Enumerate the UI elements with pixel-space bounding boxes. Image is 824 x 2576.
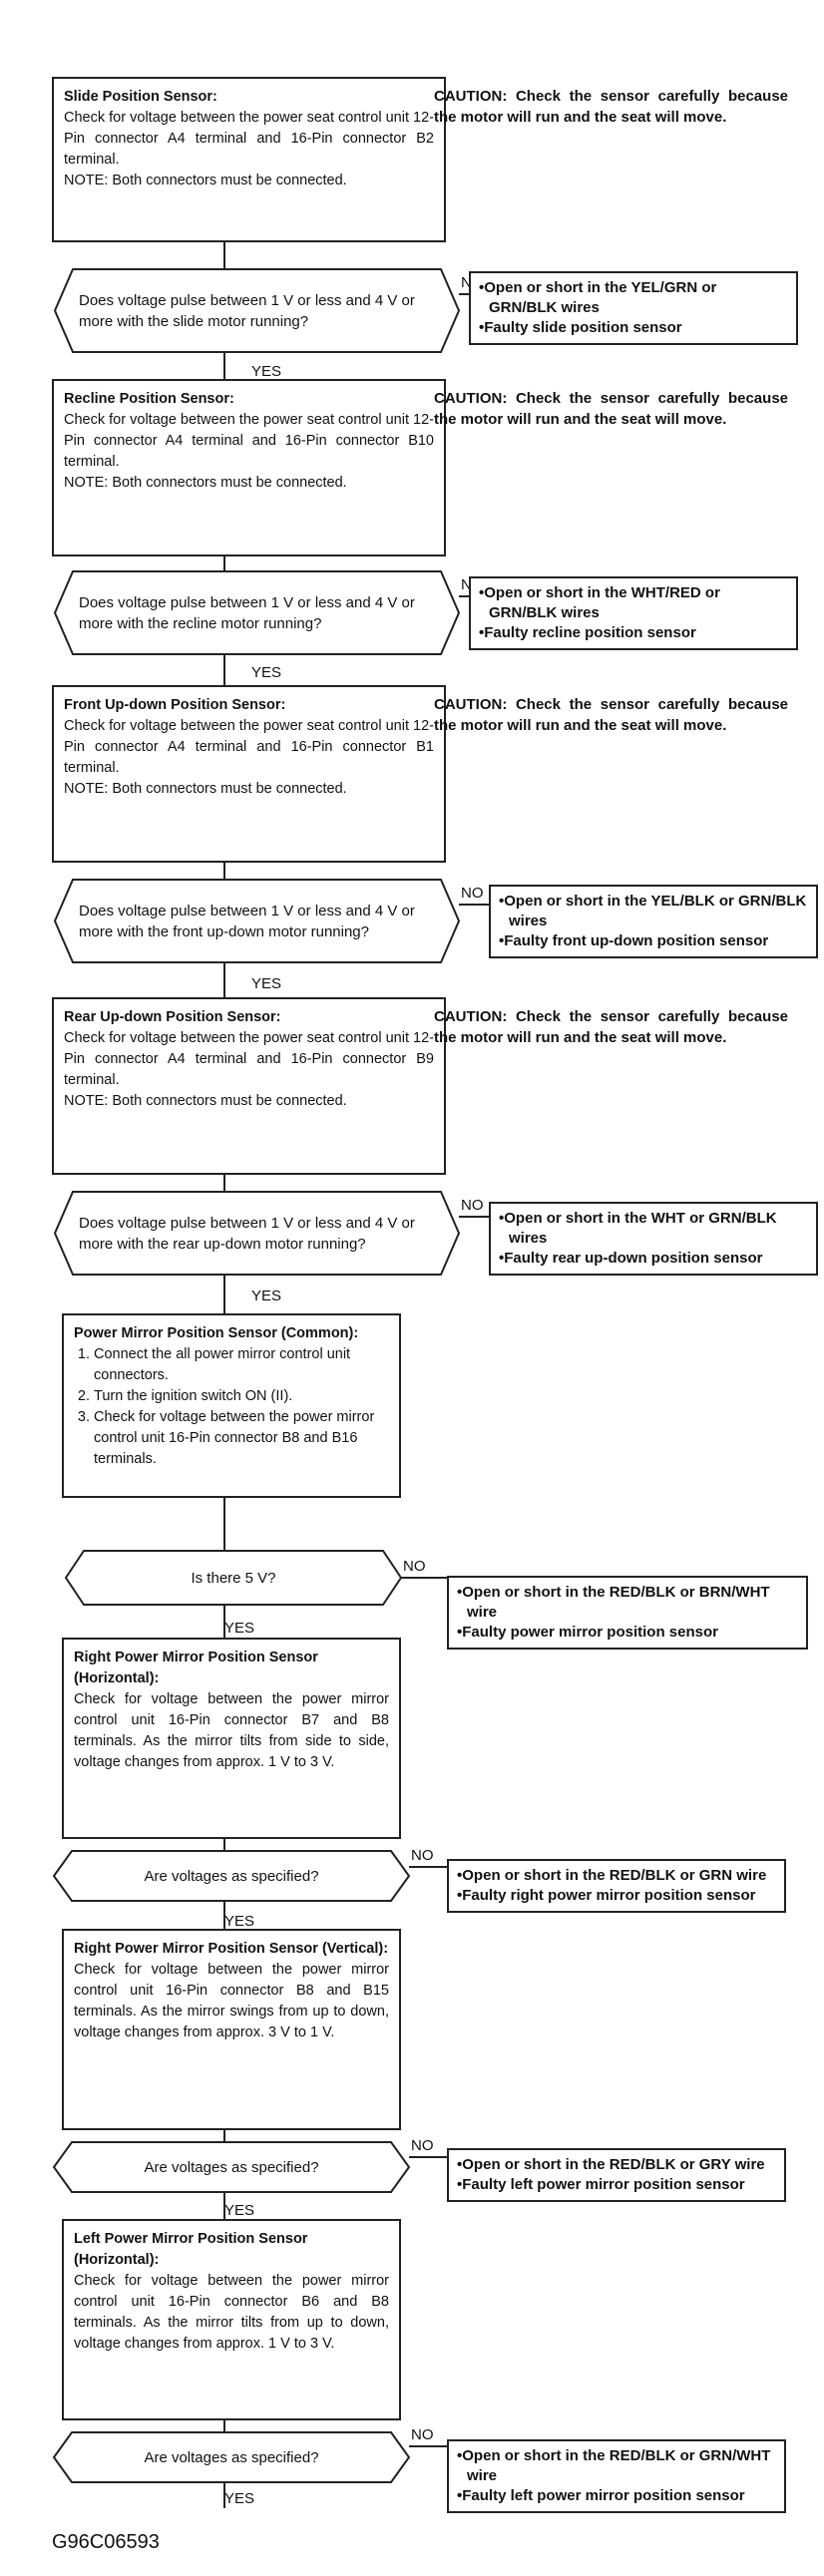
no-label: NO [411, 2137, 434, 2154]
procedure-text: Check for voltage between the power seat… [64, 412, 434, 470]
no-result-list: Open or short in the RED/BLK or GRN/WHT … [457, 2446, 776, 2506]
procedure-box: Slide Position Sensor: Check for voltage … [52, 77, 446, 242]
procedure-text: Check for voltage between the power seat… [64, 718, 434, 776]
caution-text: CAUTION: Check the sensor carefully beca… [434, 1008, 788, 1046]
decision-question: Does voltage pulse between 1 V or less a… [79, 291, 415, 330]
no-label: NO [411, 2426, 434, 2443]
decision-shape [53, 879, 461, 963]
decision-question: Are voltages as specified? [144, 2448, 319, 2466]
no-result-box: Open or short in the RED/BLK or GRN/WHT … [447, 2439, 786, 2513]
no-label: NO [403, 1558, 426, 1575]
no-result-item: Faulty right power mirror position senso… [457, 1886, 776, 1906]
no-result-box: Open or short in the RED/BLK or BRN/WHT … [447, 1576, 808, 1650]
no-result-list: Open or short in the YEL/GRN or GRN/BLK … [479, 278, 788, 338]
yes-label: YES [251, 363, 282, 380]
yes-label: YES [224, 2490, 255, 2507]
procedure-note: NOTE: Both connectors must be connected. [64, 1093, 347, 1109]
no-result-item: Open or short in the WHT or GRN/BLK wire… [499, 1209, 808, 1249]
no-result-item: Faulty left power mirror position sensor [457, 2175, 776, 2195]
no-result-item: Faulty power mirror position sensor [457, 1623, 798, 1643]
decision-shape [53, 570, 461, 655]
no-result-item: Open or short in the YEL/GRN or GRN/BLK … [479, 278, 788, 318]
procedure-title: Recline Position Sensor: [64, 391, 234, 407]
no-result-list: Open or short in the RED/BLK or BRN/WHT … [457, 1583, 798, 1643]
procedure-text: Check for voltage between the power seat… [64, 110, 434, 168]
procedure-title: Rear Up-down Position Sensor: [64, 1009, 281, 1025]
procedure-box: Rear Up-down Position Sensor: Check for v… [52, 997, 446, 1175]
procedure-title: Left Power Mirror Position Sensor (Horiz… [74, 2231, 308, 2268]
procedure-box: Right Power Mirror Position Sensor (Hori… [62, 1638, 401, 1839]
decision-question: Does voltage pulse between 1 V or less a… [79, 1214, 415, 1253]
decision-shape [52, 2141, 411, 2193]
decision-shape [52, 2431, 411, 2483]
procedure-box: Front Up-down Position Sensor: Check for … [52, 685, 446, 863]
no-result-list: Open or short in the WHT or GRN/BLK wire… [499, 1209, 808, 1269]
procedure-note: NOTE: Both connectors must be connected. [64, 173, 347, 188]
no-result-item: Open or short in the RED/BLK or GRN/WHT … [457, 2446, 776, 2486]
no-result-item: Faulty recline position sensor [479, 623, 788, 643]
procedure-title: Power Mirror Position Sensor (Common): [74, 1325, 359, 1341]
procedure-box: Left Power Mirror Position Sensor (Horiz… [62, 2219, 401, 2420]
procedure-title: Right Power Mirror Position Sensor (Vert… [74, 1941, 389, 1957]
decision-shape [52, 1850, 411, 1902]
no-result-item: Open or short in the WHT/RED or GRN/BLK … [479, 583, 788, 623]
yes-label: YES [251, 1288, 282, 1304]
no-label: NO [411, 1847, 434, 1864]
no-result-box: Open or short in the YEL/BLK or GRN/BLK … [489, 885, 818, 958]
no-result-list: Open or short in the WHT/RED or GRN/BLK … [479, 583, 788, 643]
no-label: NO [461, 1197, 484, 1214]
no-result-item: Faulty rear up-down position sensor [499, 1249, 808, 1269]
procedure-title: Front Up-down Position Sensor: [64, 697, 286, 713]
no-result-item: Open or short in the RED/BLK or BRN/WHT … [457, 1583, 798, 1623]
yes-label: YES [224, 1620, 255, 1637]
decision-question: Are voltages as specified? [144, 2158, 319, 2176]
decision-question: Is there 5 V? [191, 1569, 276, 1587]
figure-code: G96C06593 [52, 2531, 160, 2553]
no-result-list: Open or short in the YEL/BLK or GRN/BLK … [499, 892, 808, 951]
procedure-box: Right Power Mirror Position Sensor (Vert… [62, 1929, 401, 2130]
procedure-note: NOTE: Both connectors must be connected. [64, 475, 347, 491]
procedure-step: Connect the all power mirror control uni… [94, 1344, 389, 1386]
no-result-item: Faulty left power mirror position sensor [457, 2486, 776, 2506]
yes-label: YES [251, 664, 282, 681]
no-result-item: Faulty slide position sensor [479, 318, 788, 338]
procedure-text: Check for voltage between the power mirr… [74, 1962, 389, 2040]
yes-label: YES [224, 1913, 255, 1930]
no-result-box: Open or short in the RED/BLK or GRN wire… [447, 1859, 786, 1913]
caution-text: CAUTION: Check the sensor carefully beca… [434, 390, 788, 428]
decision-question: Does voltage pulse between 1 V or less a… [79, 593, 415, 632]
procedure-steps: Connect the all power mirror control uni… [74, 1344, 389, 1470]
caution-text: CAUTION: Check the sensor carefully beca… [434, 88, 788, 126]
no-result-list: Open or short in the RED/BLK or GRY wire… [457, 2155, 776, 2195]
decision-shape [53, 268, 461, 353]
no-result-box: Open or short in the WHT or GRN/BLK wire… [489, 1202, 818, 1276]
no-result-item: Open or short in the YEL/BLK or GRN/BLK … [499, 892, 808, 931]
no-result-list: Open or short in the RED/BLK or GRN wire… [457, 1866, 776, 1906]
procedure-box: Power Mirror Position Sensor (Common): Co… [62, 1313, 401, 1498]
procedure-note: NOTE: Both connectors must be connected. [64, 781, 347, 797]
no-result-item: Faulty front up-down position sensor [499, 931, 808, 951]
no-result-box: Open or short in the WHT/RED or GRN/BLK … [469, 576, 798, 650]
procedure-text: Check for voltage between the power mirr… [74, 2273, 389, 2352]
procedure-text: Check for voltage between the power mirr… [74, 1691, 389, 1770]
procedure-box: Recline Position Sensor: Check for voltag… [52, 379, 446, 556]
procedure-title: Slide Position Sensor: [64, 89, 217, 105]
no-label: NO [461, 885, 484, 902]
yes-label: YES [251, 975, 282, 992]
caution-text: CAUTION: Check the sensor carefully beca… [434, 696, 788, 734]
decision-question: Are voltages as specified? [144, 1867, 319, 1885]
procedure-title: Right Power Mirror Position Sensor (Hori… [74, 1650, 318, 1686]
procedure-step: Check for voltage between the power mirr… [94, 1407, 389, 1470]
no-result-box: Open or short in the RED/BLK or GRY wire… [447, 2148, 786, 2202]
decision-shape [53, 1191, 461, 1276]
procedure-step: Turn the ignition switch ON (II). [94, 1386, 389, 1407]
decision-question: Does voltage pulse between 1 V or less a… [79, 902, 415, 940]
no-result-item: Open or short in the RED/BLK or GRN wire [457, 1866, 776, 1886]
procedure-text: Check for voltage between the power seat… [64, 1030, 434, 1088]
yes-label: YES [224, 2202, 255, 2219]
no-result-item: Open or short in the RED/BLK or GRY wire [457, 2155, 776, 2175]
no-result-box: Open or short in the YEL/GRN or GRN/BLK … [469, 271, 798, 345]
